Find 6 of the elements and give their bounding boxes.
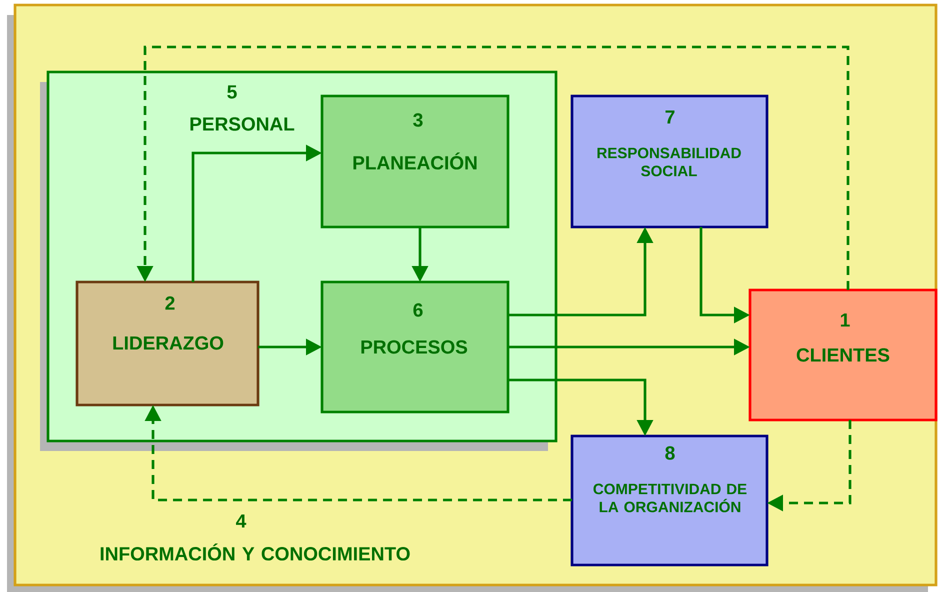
process-box: 6 PROCESOS	[320, 280, 510, 414]
process-box: 1 CLIENTES	[748, 288, 938, 422]
process-box: 3 PLANEACIÓN	[320, 94, 510, 228]
process-box: 2 LIDERAZGO	[76, 280, 260, 406]
process-box: 7 RESPONSABILIDAD SOCIAL	[570, 94, 768, 228]
process-box: 8 COMPETITIVIDAD DE LA ORGANIZACIÓN	[570, 434, 768, 566]
